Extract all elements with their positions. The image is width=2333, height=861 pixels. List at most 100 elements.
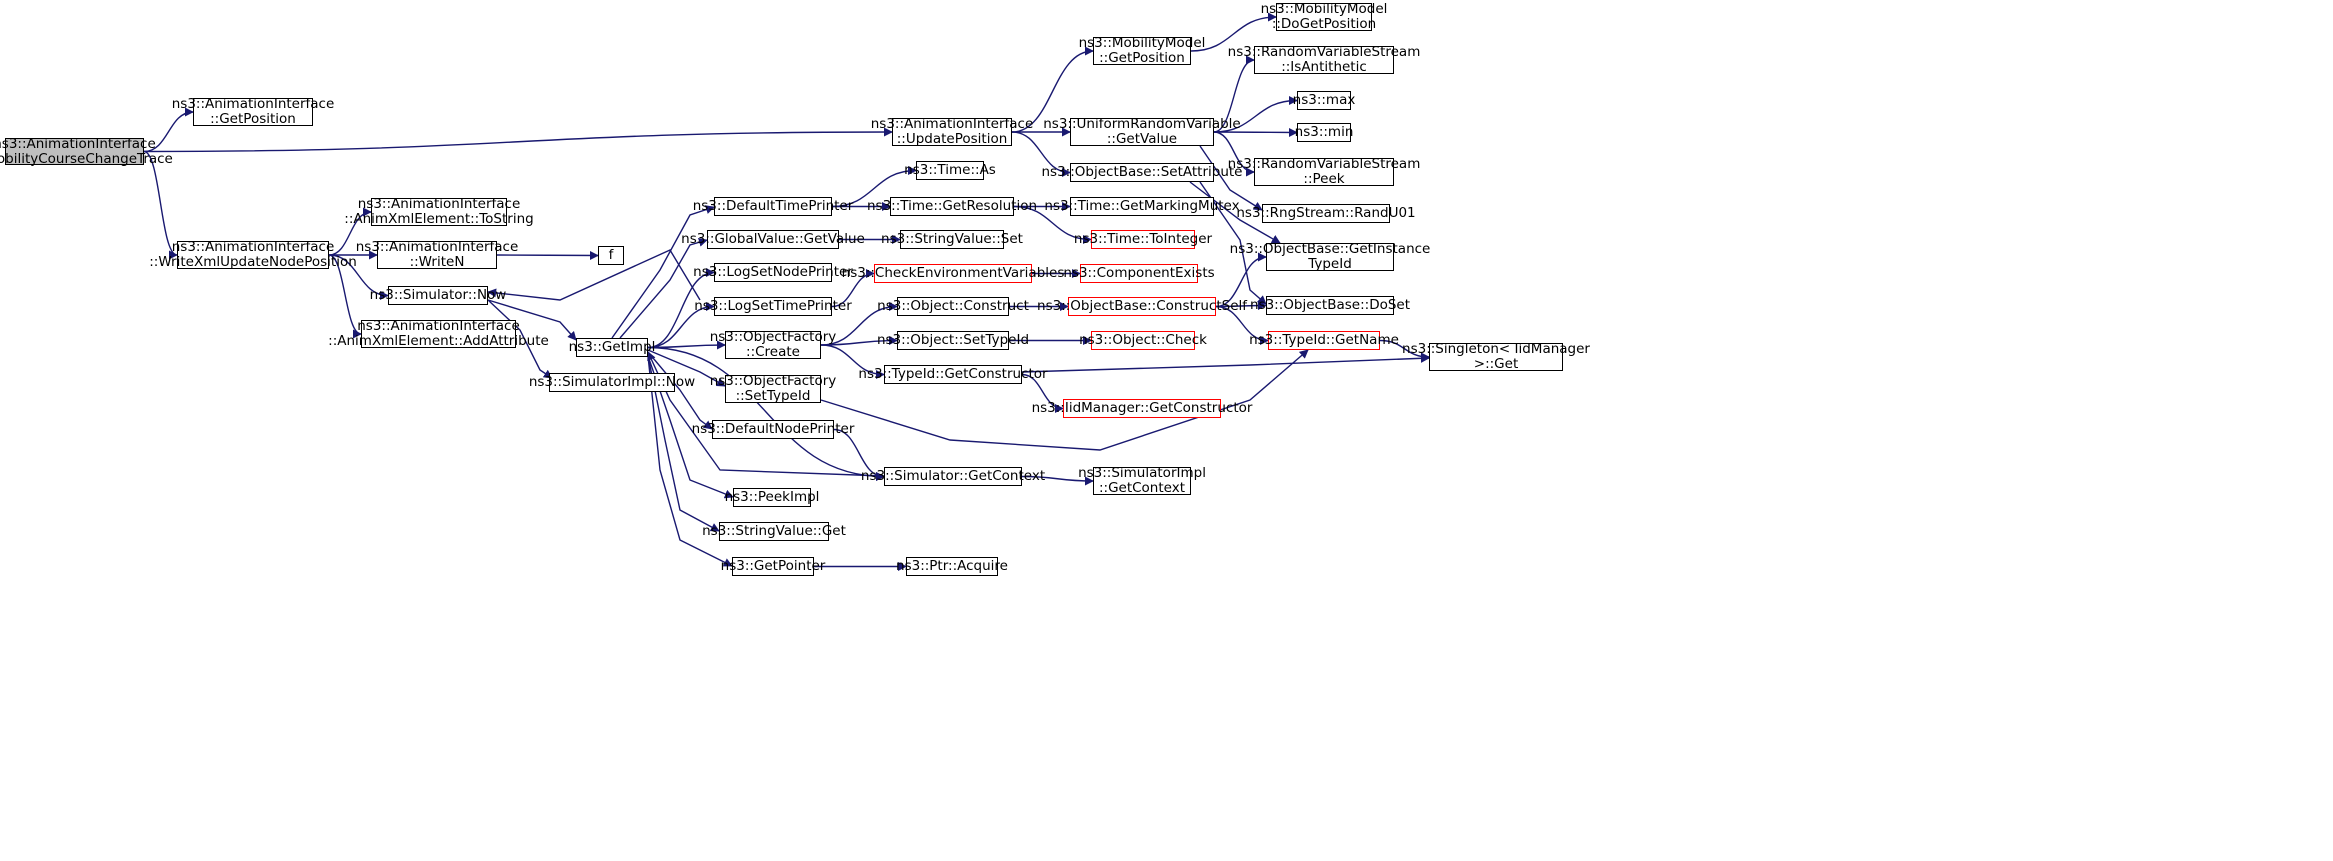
- node-ai-updatepos[interactable]: ns3::AnimationInterface::UpdatePosition: [871, 117, 1034, 147]
- edge-sim-now-to-simimpl-now: [487, 299, 553, 379]
- node-label-line: ns3::Simulator::GetContext: [860, 468, 1046, 484]
- node-label-line: ::GetContext: [1098, 480, 1186, 496]
- node-sim-now[interactable]: ns3::Simulator::Now: [370, 286, 506, 305]
- node-f[interactable]: f: [598, 246, 624, 265]
- edge-getimpl-to-getpointer: [647, 355, 733, 567]
- node-label-line: ns3::PeekImpl: [724, 489, 820, 505]
- node-of-settypeid[interactable]: ns3::ObjectFactory::SetTypeId: [710, 374, 837, 404]
- node-sv-set[interactable]: ns3::StringValue::Set: [881, 230, 1023, 249]
- node-label-line: ::Peek: [1303, 171, 1345, 187]
- node-urv-getvalue[interactable]: ns3::UniformRandomVariable::GetValue: [1043, 117, 1241, 147]
- edge-sim-now-to-getimpl: [487, 299, 577, 341]
- node-ai-writen[interactable]: ns3::AnimationInterface::WriteN: [356, 240, 519, 270]
- node-sim-getcontext[interactable]: ns3::Simulator::GetContext: [861, 467, 1045, 486]
- edge-getimpl-to-of-settypeid: [647, 349, 726, 387]
- node-label-line: ns3::TypeId::GetConstructor: [858, 366, 1048, 382]
- node-label-line: ns3::RngStream::RandU01: [1236, 205, 1416, 221]
- node-tid-getname[interactable]: ns3::TypeId::GetName: [1249, 331, 1399, 350]
- node-def-nodeprinter[interactable]: ns3::DefaultNodePrinter: [692, 420, 854, 439]
- node-label-line: ::AnimXmlElement::ToString: [344, 211, 534, 227]
- node-time-getres[interactable]: ns3::Time::GetResolution: [867, 197, 1037, 216]
- node-getpointer[interactable]: ns3::GetPointer: [721, 557, 825, 576]
- node-label-line: ns3::ObjectBase::SetAttribute: [1041, 164, 1243, 180]
- node-label-line: ns3::AnimationInterface: [171, 96, 335, 112]
- node-ai-getpos[interactable]: ns3::AnimationInterface::GetPosition: [172, 97, 335, 127]
- node-label-line: ns3::MobilityModel: [1078, 35, 1206, 51]
- edge-urv-getvalue-to-ns3-max: [1213, 96, 1298, 133]
- node-rvs-peek[interactable]: ns3::RandomVariableStream::Peek: [1228, 157, 1421, 187]
- node-label-line: ::GetValue: [1106, 131, 1178, 147]
- node-check-env[interactable]: ns3::CheckEnvironmentVariables: [842, 264, 1064, 283]
- node-simimpl-getcontext[interactable]: ns3::SimulatorImpl::GetContext: [1078, 466, 1206, 496]
- node-label-line: ns3::Object::Construct: [877, 298, 1029, 314]
- node-ns3-max[interactable]: ns3::max: [1293, 91, 1355, 110]
- node-ob-constructself[interactable]: ns3::ObjectBase::ConstructSelf: [1037, 297, 1247, 316]
- edge-ai-writen-to-f: [496, 250, 599, 260]
- node-time-getmutex[interactable]: ns3::Time::GetMarkingMutex: [1044, 197, 1240, 216]
- node-time-tointeger[interactable]: ns3::Time::ToInteger: [1074, 230, 1212, 249]
- node-rvs-isanti[interactable]: ns3::RandomVariableStream::IsAntithetic: [1228, 45, 1421, 75]
- node-obj-construct[interactable]: ns3::Object::Construct: [877, 297, 1029, 316]
- node-getimpl[interactable]: ns3::GetImpl: [569, 338, 655, 357]
- edge-of-create-to-tid-getctor: [820, 344, 885, 379]
- node-axe-tostring[interactable]: ns3::AnimationInterface::AnimXmlElement:…: [344, 197, 533, 227]
- edge-ai-writexml-to-axe-tostring: [328, 207, 372, 256]
- node-log-settime[interactable]: ns3::LogSetTimePrinter: [694, 297, 852, 316]
- node-label-line: ::Create: [746, 344, 800, 360]
- node-gv-getvalue[interactable]: ns3::GlobalValue::GetValue: [681, 230, 865, 249]
- node-obj-check[interactable]: ns3::Object::Check: [1079, 331, 1207, 350]
- edge-getimpl-to-log-settime: [647, 302, 715, 349]
- node-label-line: ns3::Simulator::Now: [369, 287, 507, 303]
- node-label-line: ns3::min: [1294, 124, 1354, 140]
- node-label-line: ns3::DefaultNodePrinter: [691, 421, 855, 437]
- node-comp-exists[interactable]: ns3::ComponentExists: [1063, 264, 1215, 283]
- node-label-line: ns3::AnimationInterface: [0, 135, 156, 152]
- node-simimpl-now[interactable]: ns3::SimulatorImpl::Now: [529, 373, 695, 392]
- node-sv-get[interactable]: ns3::StringValue::Get: [702, 522, 846, 541]
- node-tid-getctor[interactable]: ns3::TypeId::GetConstructor: [858, 365, 1048, 384]
- node-label-line: ns3::Time::GetMarkingMutex: [1044, 198, 1240, 214]
- edge-getimpl-to-def-nodeprinter: [647, 351, 713, 430]
- node-label-line: ns3::ObjectBase::ConstructSelf: [1037, 298, 1247, 314]
- node-peekimpl[interactable]: ns3::PeekImpl: [725, 488, 819, 507]
- node-label-line: ns3::SimulatorImpl: [1078, 465, 1206, 481]
- node-label-line: ns3::CheckEnvironmentVariables: [841, 265, 1065, 281]
- edge-getimpl-to-sim-now: [487, 249, 701, 301]
- node-rng-randu01[interactable]: ns3::RngStream::RandU01: [1236, 204, 1416, 223]
- edge-getimpl-to-def-timeprinter: [611, 205, 715, 339]
- node-label-line: ::AnimXmlElement::AddAttribute: [328, 333, 549, 349]
- node-label-line: ::UpdatePosition: [896, 131, 1008, 147]
- node-label-line: ::WriteXmlUpdateNodePosition: [149, 254, 357, 270]
- node-ai-writexml[interactable]: ns3::AnimationInterface::WriteXmlUpdateN…: [149, 240, 357, 270]
- node-label-line: ns3::RandomVariableStream: [1227, 44, 1421, 60]
- node-obj-settypeid[interactable]: ns3::Object::SetTypeId: [877, 331, 1029, 350]
- node-log-setnode[interactable]: ns3::LogSetNodePrinter: [693, 263, 853, 282]
- node-ptr-acquire[interactable]: ns3::Ptr::Acquire: [896, 557, 1008, 576]
- node-iid-getctor[interactable]: ns3::IidManager::GetConstructor: [1032, 399, 1252, 418]
- node-ns3-min[interactable]: ns3::min: [1294, 123, 1354, 142]
- node-label-line: ns3::AnimationInterface: [355, 239, 519, 255]
- node-label-line: ns3::Time::ToInteger: [1073, 231, 1213, 247]
- edge-root-to-ai-getpos: [143, 107, 194, 153]
- node-def-timeprinter[interactable]: ns3::DefaultTimePrinter: [693, 197, 853, 216]
- node-mm-getpos[interactable]: ns3::MobilityModel::GetPosition: [1079, 36, 1206, 66]
- node-label-line: ::MobilityCourseChangeTrace: [0, 150, 173, 167]
- node-ob-doset[interactable]: ns3::ObjectBase::DoSet: [1250, 296, 1410, 315]
- node-mm-dogetpos[interactable]: ns3::MobilityModel::DoGetPosition: [1261, 2, 1388, 32]
- node-label-line: ns3::ObjectFactory: [709, 329, 837, 345]
- node-time-as[interactable]: ns3::Time::As: [904, 161, 996, 180]
- edge-getimpl-to-log-setnode: [647, 268, 715, 349]
- node-label-line: ::GetPosition: [210, 111, 296, 127]
- node-label-line: ns3::GlobalValue::GetValue: [681, 231, 865, 247]
- node-axe-addattr[interactable]: ns3::AnimationInterface::AnimXmlElement:…: [328, 319, 549, 349]
- node-label-line: ns3::max: [1292, 92, 1356, 108]
- node-singleton-get[interactable]: ns3::Singleton< IidManager>::Get: [1402, 342, 1590, 372]
- node-root: ns3::AnimationInterface::MobilityCourseC…: [0, 136, 173, 166]
- edge-urv-getvalue-to-rvs-peek: [1213, 131, 1255, 177]
- edge-tid-getctor-to-singleton-get: [1021, 353, 1430, 373]
- node-ob-setattr[interactable]: ns3::ObjectBase::SetAttribute: [1042, 163, 1243, 182]
- node-label-line: ns3::UniformRandomVariable: [1043, 116, 1241, 132]
- node-of-create[interactable]: ns3::ObjectFactory::Create: [710, 330, 837, 360]
- edge-log-settime-to-check-env: [831, 269, 875, 308]
